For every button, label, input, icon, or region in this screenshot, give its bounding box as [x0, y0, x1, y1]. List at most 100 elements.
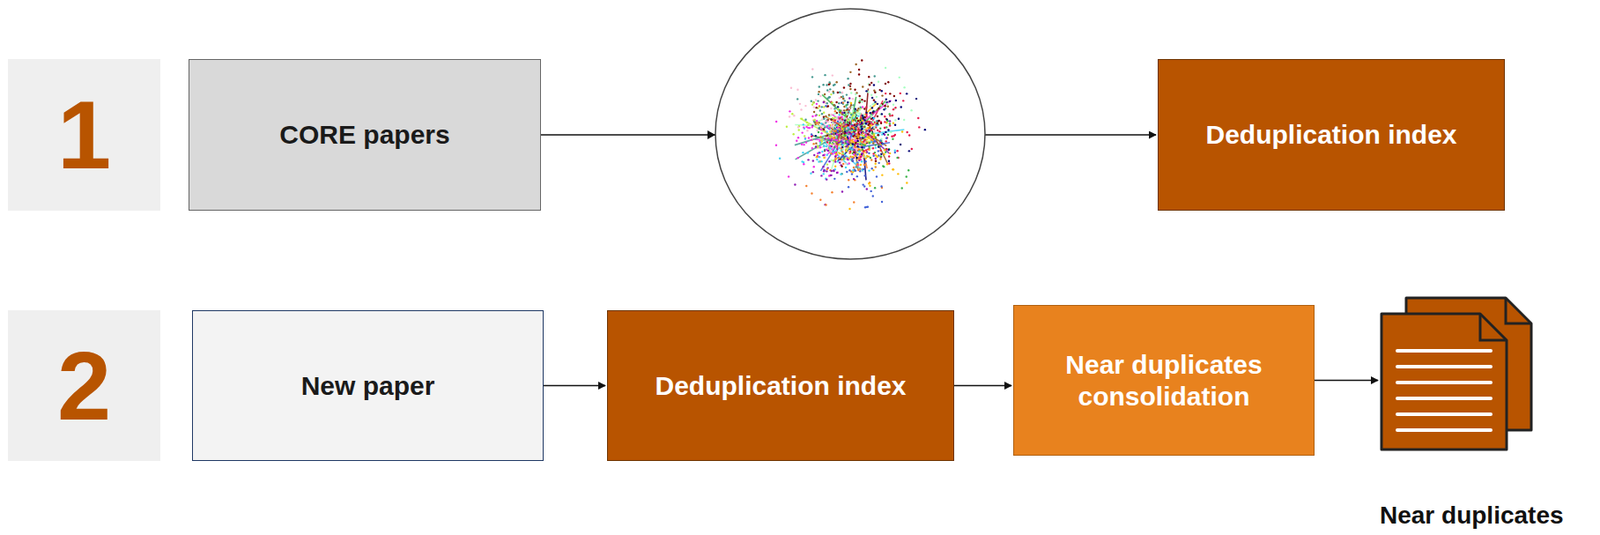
- scatter-dot: [818, 126, 821, 129]
- scatter-dot: [851, 160, 854, 163]
- scatter-stroke: [845, 106, 861, 130]
- scatter-dot: [851, 142, 854, 145]
- scatter-dot: [807, 124, 809, 126]
- index-box: Deduplication index: [607, 310, 955, 461]
- scatter-dot: [854, 63, 857, 66]
- scatter-dot: [865, 133, 867, 136]
- scatter-dot: [828, 83, 830, 86]
- scatter-dot: [870, 114, 873, 117]
- scatter-dot: [892, 121, 895, 124]
- scatter-dot: [884, 131, 887, 134]
- scatter-dot: [864, 116, 867, 119]
- scatter-dot: [841, 155, 844, 157]
- scatter-dot: [879, 144, 882, 147]
- scatter-dot: [797, 136, 800, 139]
- scatter-dot: [861, 118, 864, 121]
- scatter-dot: [848, 157, 851, 160]
- scatter-dot: [848, 107, 851, 110]
- scatter-dot: [897, 118, 900, 120]
- scatter-dot: [815, 106, 818, 109]
- step-number: 2: [7, 310, 161, 461]
- scatter-dot: [823, 148, 826, 151]
- scatter-dot: [905, 131, 908, 134]
- scatter-dot: [843, 105, 845, 108]
- scatter-dot: [800, 143, 803, 146]
- scatter-dot: [833, 150, 836, 153]
- input-box: New paper: [192, 310, 544, 461]
- scatter-dot: [885, 148, 888, 150]
- scatter-dot: [813, 165, 815, 168]
- scatter-dot: [862, 168, 865, 171]
- scatter-dot: [819, 141, 822, 144]
- scatter-dot: [844, 166, 847, 169]
- scatter-dot: [857, 125, 860, 128]
- scatter-dot: [805, 140, 808, 143]
- scatter-dot: [826, 168, 829, 171]
- scatter-dot: [814, 141, 817, 144]
- scatter-dot: [884, 150, 887, 153]
- scatter-dot: [880, 155, 882, 157]
- scatter-dot: [845, 145, 848, 148]
- scatter-dot: [837, 160, 839, 163]
- scatter-dot: [874, 91, 877, 94]
- scatter-dot: [858, 159, 860, 162]
- scatter-stroke: [814, 139, 851, 142]
- scatter-dot: [894, 118, 897, 121]
- scatter-dot: [857, 119, 860, 122]
- scatter-dot: [853, 124, 856, 126]
- scatter-dot: [817, 90, 820, 93]
- scatter-dot: [831, 121, 834, 124]
- scatter-dot: [811, 103, 814, 105]
- scatter-dot: [853, 148, 856, 151]
- scatter-dot: [901, 186, 904, 189]
- scatter-dot: [834, 135, 837, 138]
- scatter-dot: [903, 118, 905, 121]
- scatter-dot: [796, 97, 799, 100]
- scatter-dot: [879, 88, 882, 91]
- scatter-dot: [792, 114, 795, 117]
- scatter-dot: [835, 101, 838, 104]
- scatter-dot: [843, 109, 845, 112]
- scatter-dot: [810, 133, 813, 135]
- scatter-dot: [908, 149, 911, 152]
- scatter-dot: [872, 169, 875, 171]
- scatter-dot: [837, 126, 839, 129]
- scatter-dot: [851, 159, 854, 162]
- scatter-dot: [842, 97, 845, 100]
- scatter-dot: [881, 200, 883, 203]
- scatter-dot: [872, 147, 875, 149]
- scatter-dot: [905, 175, 908, 178]
- scatter-dot: [833, 177, 836, 180]
- scatter-dot: [804, 104, 807, 107]
- text-line-stroke: [1397, 348, 1491, 353]
- scatter-dot: [805, 125, 808, 128]
- scatter-dot: [884, 92, 887, 95]
- scatter-dot: [878, 119, 881, 122]
- scatter-dot: [846, 112, 849, 115]
- scatter-dot: [829, 93, 832, 96]
- scatter-dot: [883, 126, 886, 129]
- scatter-dot: [868, 122, 871, 125]
- scatter-dot: [850, 105, 852, 108]
- scatter-dot: [869, 190, 872, 193]
- scatter-dot: [825, 130, 828, 133]
- scatter-dot: [865, 133, 867, 136]
- scatter-dot: [829, 130, 831, 133]
- scatter-dot: [856, 142, 859, 145]
- scatter-dot: [853, 124, 856, 126]
- scatter-dot: [850, 91, 852, 94]
- scatter-dot: [836, 123, 838, 126]
- scatter-stroke: [846, 141, 867, 154]
- scatter-dot: [860, 121, 863, 124]
- scatter-dot: [843, 117, 845, 119]
- scatter-dot: [862, 132, 865, 134]
- scatter-dot: [867, 135, 870, 138]
- scatter-dot: [874, 146, 877, 149]
- scatter-dot: [879, 157, 882, 160]
- scatter-dot: [844, 117, 847, 119]
- circle-entry-arrowhead: [707, 130, 716, 140]
- scatter-dot: [785, 125, 788, 128]
- scatter-dot: [867, 135, 870, 138]
- scatter-dot: [877, 149, 880, 152]
- scatter-dot: [886, 119, 889, 122]
